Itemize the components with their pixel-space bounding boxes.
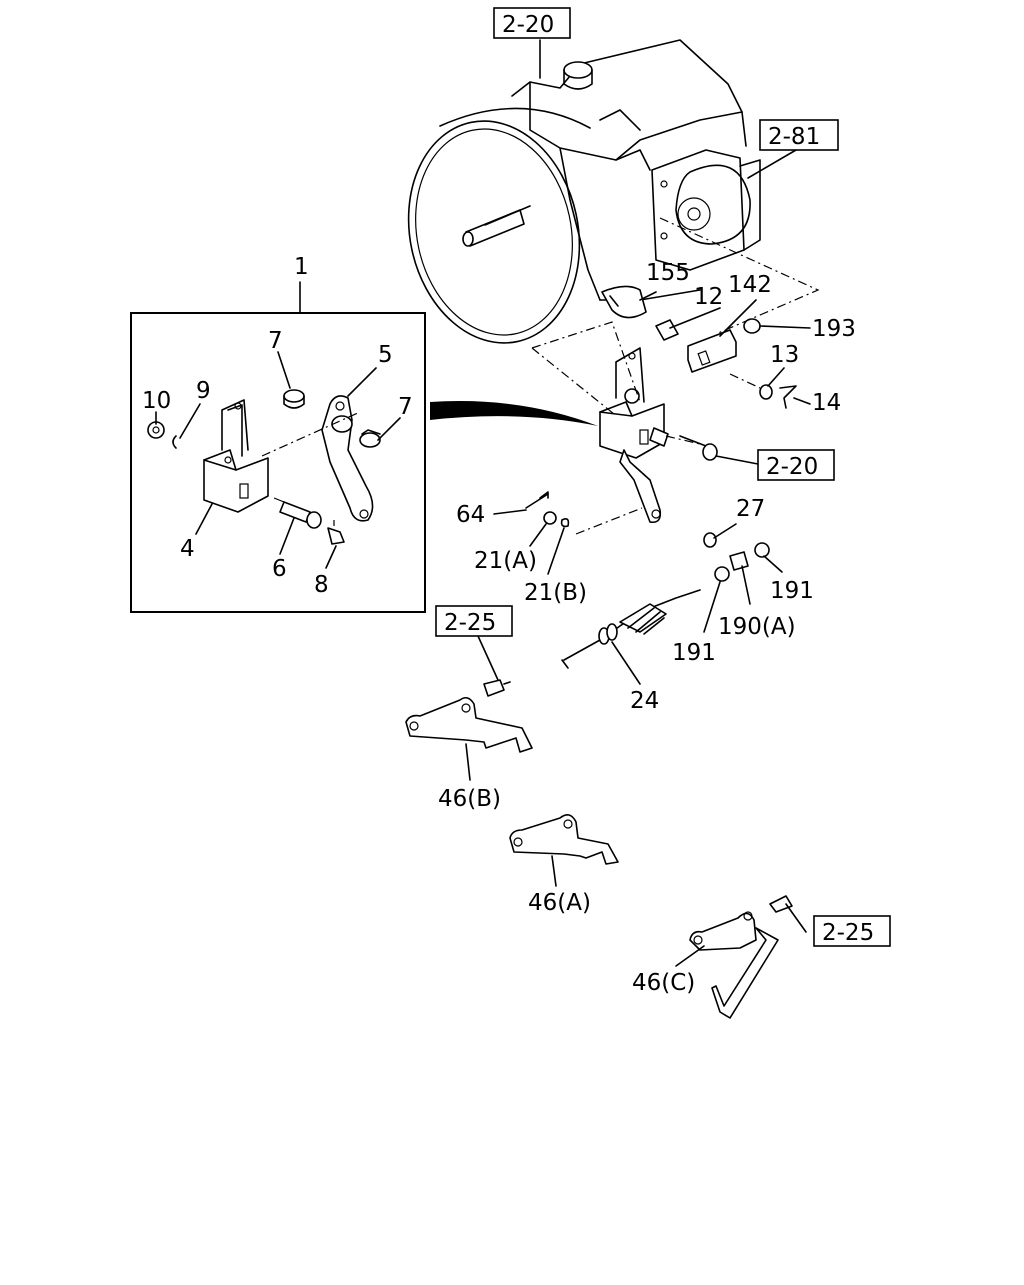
leader-lines xyxy=(155,39,811,967)
callout-6: 6 xyxy=(272,556,287,582)
callout-7b: 7 xyxy=(398,394,413,420)
callout-5: 5 xyxy=(378,342,393,368)
clamp-part-155 xyxy=(601,285,647,319)
callout-142: 142 xyxy=(728,272,772,298)
bracket-part-46a xyxy=(509,814,619,865)
callout-46c: 46(C) xyxy=(632,970,695,996)
callout-9: 9 xyxy=(196,378,211,404)
ref-box-2-20-side[interactable]: 2-20 xyxy=(757,449,835,481)
bushing-part-7b xyxy=(359,429,381,448)
ref-2-81-label: 2-81 xyxy=(768,124,820,150)
callout-191b: 191 xyxy=(770,578,814,604)
fitting-part-190a xyxy=(729,551,749,571)
callout-8: 8 xyxy=(314,572,329,598)
cable-part-24 xyxy=(561,589,701,669)
callout-193: 193 xyxy=(812,316,856,342)
callout-191a: 191 xyxy=(672,640,716,666)
pin-part-6 xyxy=(273,497,322,529)
callouts: 1 7 5 7 10 9 4 6 8 155 142 12 193 13 14 … xyxy=(142,254,856,996)
washer-part-27 xyxy=(703,532,717,548)
main-bracket-assembly xyxy=(599,347,665,524)
bushing-part-7a xyxy=(283,389,305,409)
washer-part-13 xyxy=(759,384,773,400)
yoke-part-142 xyxy=(687,329,737,373)
clip-part-21b xyxy=(560,518,570,528)
callout-4: 4 xyxy=(180,536,195,562)
clip-part-9 xyxy=(172,435,177,449)
callout-27: 27 xyxy=(736,496,765,522)
bolt-to-2-20 xyxy=(649,427,718,461)
ref-2-20-top-label: 2-20 xyxy=(502,12,554,38)
callout-13: 13 xyxy=(770,342,799,368)
callout-12: 12 xyxy=(694,284,723,310)
callout-64: 64 xyxy=(456,502,485,528)
ref-box-2-25-right[interactable]: 2-25 xyxy=(813,915,891,947)
bolt-part-12 xyxy=(655,319,679,341)
ref-2-25-left-label: 2-25 xyxy=(444,610,496,636)
callout-14: 14 xyxy=(812,390,841,416)
assembly-detail-box xyxy=(130,312,426,613)
callout-190a: 190(A) xyxy=(718,614,796,640)
fitting-part-8 xyxy=(327,520,345,545)
ref-box-2-20-top[interactable]: 2-20 xyxy=(493,7,571,39)
bracket-part-46b xyxy=(405,679,533,753)
ref-2-20-side-label: 2-20 xyxy=(766,454,818,480)
callout-24: 24 xyxy=(630,688,659,714)
callout-46b: 46(B) xyxy=(438,786,501,812)
callout-7a: 7 xyxy=(268,328,283,354)
callout-46a: 46(A) xyxy=(528,890,591,916)
washer-part-21a xyxy=(543,511,557,525)
ref-box-2-25-left[interactable]: 2-25 xyxy=(435,605,513,637)
callout-155: 155 xyxy=(646,260,690,286)
callout-1: 1 xyxy=(294,254,309,280)
bracket-part-4 xyxy=(203,399,269,513)
callout-21b: 21(B) xyxy=(524,580,587,606)
ref-box-2-81[interactable]: 2-81 xyxy=(759,119,839,151)
transmission-assembly xyxy=(407,39,761,344)
callout-10: 10 xyxy=(142,388,171,414)
callout-21a: 21(A) xyxy=(474,548,537,574)
bracket-part-46c xyxy=(689,895,793,1019)
assembly-arrow xyxy=(430,401,598,426)
pin-part-14 xyxy=(779,385,797,409)
nut-part-191b xyxy=(754,542,770,558)
nut-part-191a xyxy=(714,566,730,582)
pin-part-64 xyxy=(525,491,549,509)
ref-2-25-right-label: 2-25 xyxy=(822,920,874,946)
